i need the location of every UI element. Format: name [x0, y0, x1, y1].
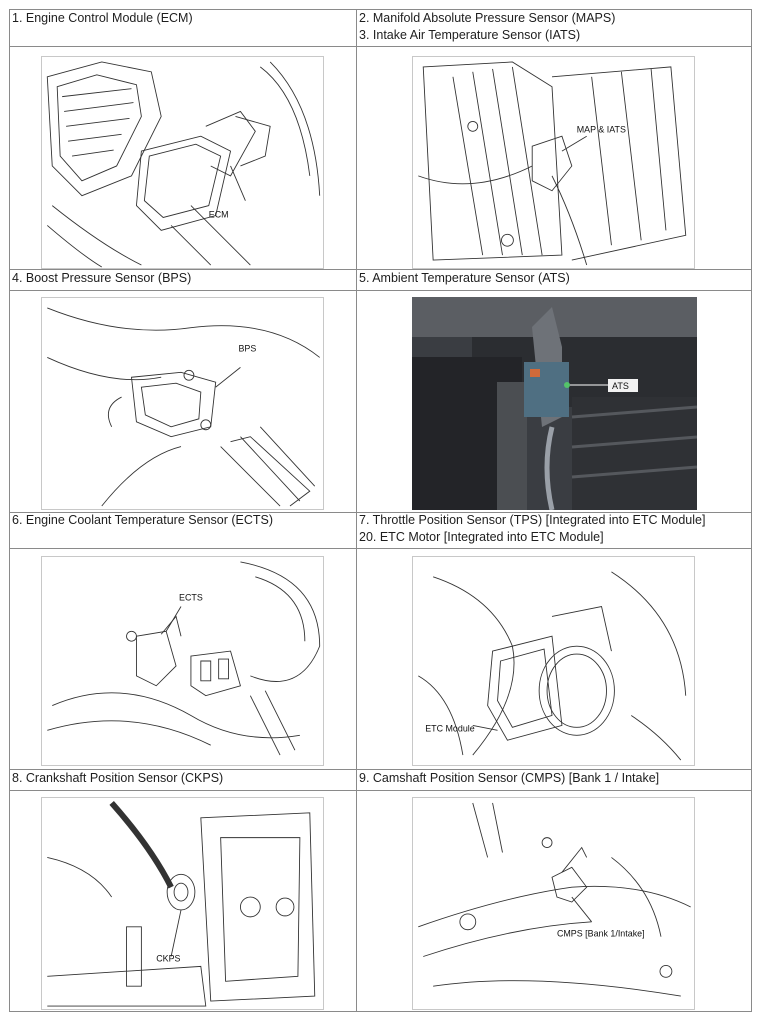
cell-label-ckps: 8. Crankshaft Position Sensor (CKPS)	[12, 770, 223, 787]
etc-module-illustration: ETC Module	[412, 556, 695, 766]
cmps-illustration: CMPS [Bank 1/Intake]	[412, 797, 695, 1010]
callout-label: CMPS [Bank 1/Intake]	[557, 929, 645, 939]
row-divider	[10, 548, 751, 549]
label-line: 9. Camshaft Position Sensor (CMPS) [Bank…	[359, 771, 660, 785]
label-line: 3. Intake Air Temperature Sensor (IATS)	[359, 28, 581, 42]
etc-module-drawing: ETC Module	[418, 571, 687, 761]
label-line: 1. Engine Control Module (ECM)	[12, 11, 193, 25]
callout-label: ECM	[209, 209, 229, 219]
ecm-drawing: ECM	[46, 61, 321, 268]
cell-label-maps-iats: 2. Manifold Absolute Pressure Sensor (MA…	[359, 10, 615, 44]
callout-label: CKPS	[156, 953, 180, 963]
cell-label-tps-etc: 7. Throttle Position Sensor (TPS) [Integ…	[359, 512, 705, 546]
callout-label: ATS	[612, 381, 629, 391]
ects-illustration: ECTS	[41, 556, 324, 766]
bps-drawing: BPS	[47, 307, 320, 507]
label-line: 4. Boost Pressure Sensor (BPS)	[12, 271, 192, 285]
ats-photo-drawing: ATS	[412, 297, 697, 510]
label-line: 7. Throttle Position Sensor (TPS) [Integ…	[359, 513, 706, 527]
maps-iats-illustration: MAP & IATS	[412, 56, 695, 269]
cell-label-bps: 4. Boost Pressure Sensor (BPS)	[12, 270, 191, 287]
column-divider	[356, 10, 357, 1011]
ecm-illustration: ECM	[41, 56, 324, 269]
ects-drawing: ECTS	[47, 561, 321, 756]
cell-label-ecm: 1. Engine Control Module (ECM)	[12, 10, 193, 27]
label-line: 2. Manifold Absolute Pressure Sensor (MA…	[359, 11, 616, 25]
label-line: 8. Crankshaft Position Sensor (CKPS)	[12, 771, 224, 785]
cell-label-ats: 5. Ambient Temperature Sensor (ATS)	[359, 270, 570, 287]
ckps-illustration: CKPS	[41, 797, 324, 1010]
label-line: 6. Engine Coolant Temperature Sensor (EC…	[12, 513, 274, 527]
callout-label: MAP & IATS	[577, 124, 626, 134]
callout-label: ECTS	[179, 593, 203, 603]
row-divider	[10, 46, 751, 47]
callout-label: ETC Module	[425, 723, 475, 733]
maps-iats-drawing: MAP & IATS	[418, 61, 687, 266]
label-line: 5. Ambient Temperature Sensor (ATS)	[359, 271, 570, 285]
sensor-location-table	[9, 9, 752, 1012]
cmps-drawing: CMPS [Bank 1/Intake]	[418, 802, 691, 997]
ckps-drawing: CKPS	[47, 800, 316, 1007]
row-divider	[10, 290, 751, 291]
row-divider	[10, 512, 751, 513]
ats-photo: ATS	[412, 297, 697, 510]
label-line: 20. ETC Motor [Integrated into ETC Modul…	[359, 530, 604, 544]
cell-label-ects: 6. Engine Coolant Temperature Sensor (EC…	[12, 512, 273, 529]
callout-label: BPS	[238, 343, 256, 353]
cell-label-cmps: 9. Camshaft Position Sensor (CMPS) [Bank…	[359, 770, 659, 787]
bps-illustration: BPS	[41, 297, 324, 510]
row-divider	[10, 790, 751, 791]
row-divider	[10, 269, 751, 270]
row-divider	[10, 769, 751, 770]
